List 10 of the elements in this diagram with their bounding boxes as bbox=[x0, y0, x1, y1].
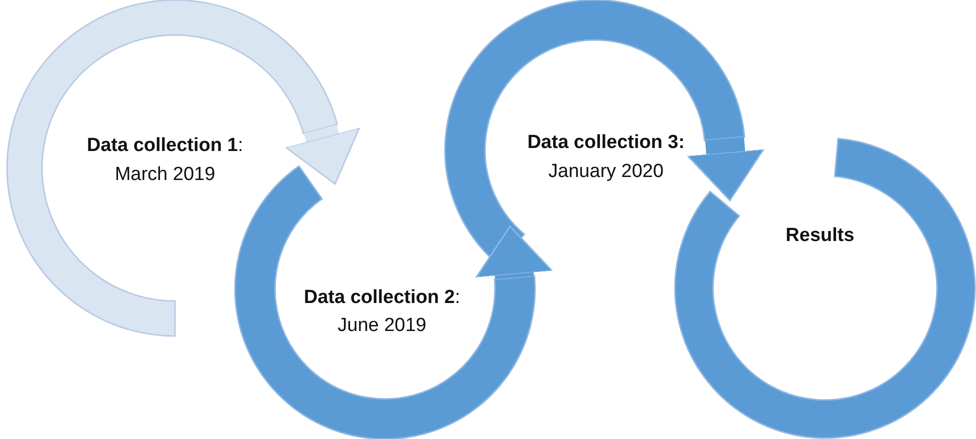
step-date: March 2019 bbox=[114, 163, 216, 187]
step-heading: Results bbox=[784, 224, 856, 248]
step-date: June 2019 bbox=[336, 314, 428, 338]
step-heading: Data collection 2: bbox=[302, 286, 462, 310]
arrow bbox=[687, 137, 764, 202]
arrow bbox=[476, 225, 553, 280]
arrow bbox=[285, 124, 360, 185]
step-date: January 2020 bbox=[547, 160, 665, 184]
step-heading: Data collection 3: bbox=[526, 131, 686, 155]
step-heading: Data collection 1: bbox=[86, 134, 244, 158]
